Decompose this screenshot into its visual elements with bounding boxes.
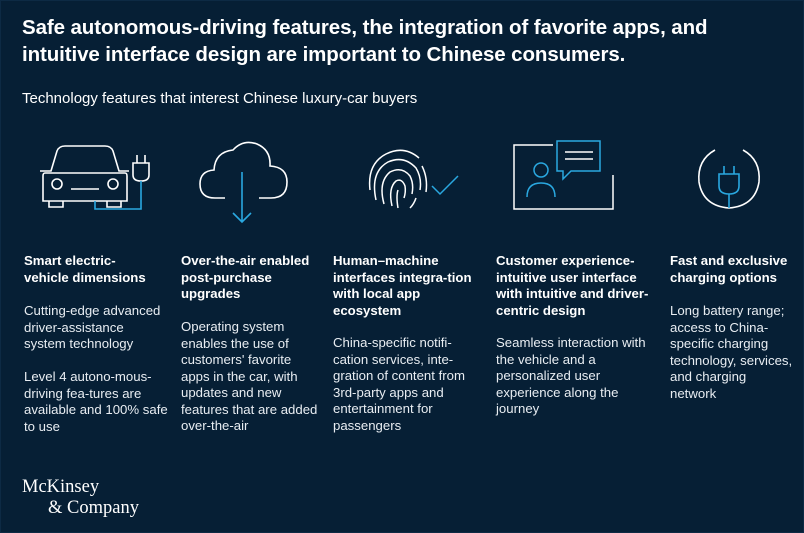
column-body-3-paragraph-1: China-specific notifi-cation services, i… [333, 335, 465, 433]
column-body-2: Operating system enables the use of cust… [181, 319, 321, 451]
electric-car-plug-icon [37, 143, 157, 218]
column-title-5: Fast and exclusive charging options [670, 253, 788, 285]
column-body-1-paragraph-2: Level 4 autono-mous-driving fea-tures ar… [24, 369, 168, 434]
subtitle: Technology features that interest Chines… [22, 90, 418, 107]
column-body-4: Seamless interaction with the vehicle an… [496, 335, 646, 434]
cloud-download-icon [197, 138, 292, 228]
column-body-2-paragraph-1: Operating system enables the use of cust… [181, 319, 318, 433]
power-plug-icon [693, 142, 765, 214]
mckinsey-logo: McKinsey & Company [22, 477, 139, 519]
logo-line-1: McKinsey [22, 477, 100, 497]
column-body-1: Cutting-edge advanced driver-assistance … [24, 303, 169, 452]
fingerprint-check-icon [364, 146, 464, 211]
column-body-5: Long battery range; access to China-spec… [670, 303, 795, 419]
headline: Safe autonomous-driving features, the in… [22, 16, 708, 66]
column-title-3: Human–machine interfaces integra-tion wi… [333, 253, 472, 318]
column-body-1-paragraph-1: Cutting-edge advanced driver-assistance … [24, 303, 161, 351]
column-body-5-paragraph-1: Long battery range; access to China-spec… [670, 303, 793, 401]
column-title-4: Customer experience-intuitive user inter… [496, 253, 649, 318]
column-body-3: China-specific notifi-cation services, i… [333, 335, 478, 451]
user-chat-card-icon [513, 139, 618, 211]
column-body-4-paragraph-1: Seamless interaction with the vehicle an… [496, 335, 646, 416]
column-title-2: Over-the-air enabled post-purchase upgra… [181, 253, 310, 302]
logo-line-2: & Company [48, 498, 139, 518]
column-title-1: Smart electric- vehicle dimensions [24, 253, 146, 285]
